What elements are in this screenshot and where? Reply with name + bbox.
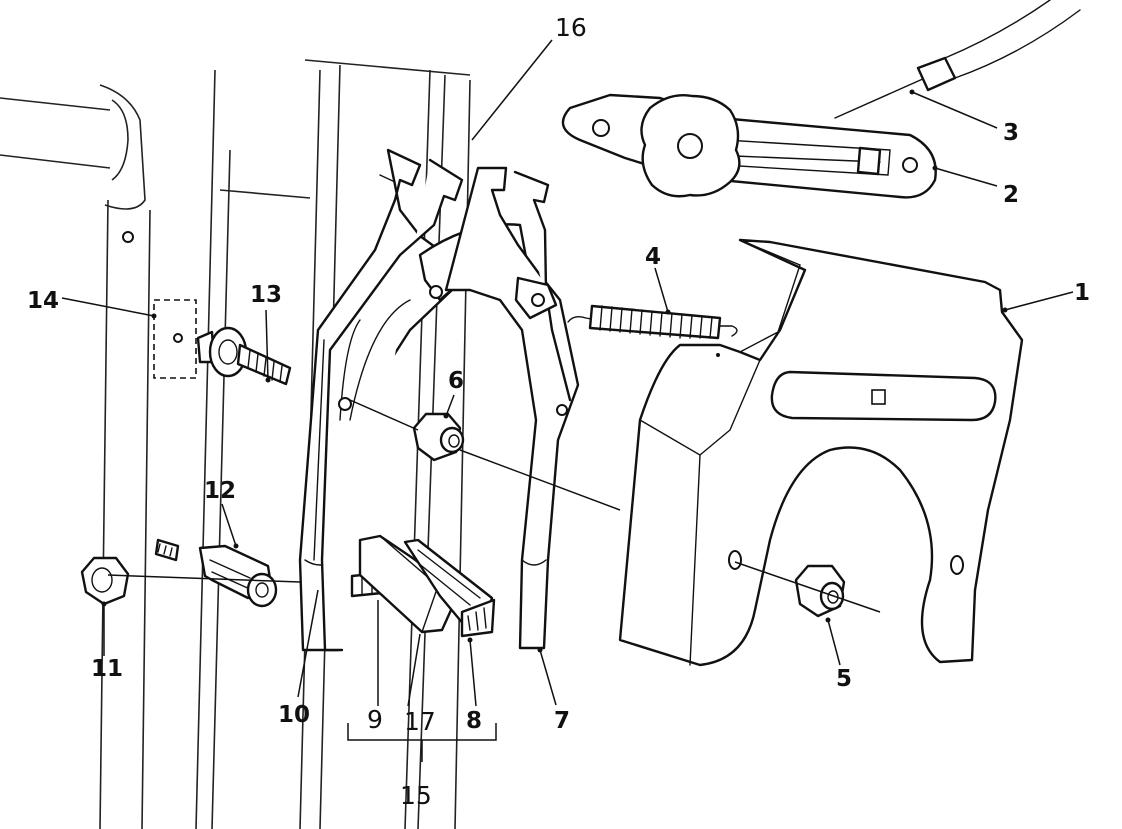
part-12-bracket xyxy=(154,538,278,608)
part-3-cable xyxy=(834,0,1081,119)
callout-13: 13 xyxy=(250,282,282,308)
arm-pivot-hole xyxy=(338,397,352,411)
part-14-plate xyxy=(153,299,197,379)
callout-16: 16 xyxy=(555,13,587,42)
callout-3: 3 xyxy=(1003,120,1019,146)
part-2-adjuster-plate xyxy=(561,93,937,199)
part-6-pivot-nut xyxy=(412,412,465,462)
callout-15: 15 xyxy=(400,781,432,810)
callout-14: 14 xyxy=(27,288,59,314)
callout-12: 12 xyxy=(204,478,236,504)
part-13-bolt xyxy=(196,326,292,386)
callout-6: 6 xyxy=(448,368,464,394)
part-11-nut xyxy=(80,556,130,606)
callout-7: 7 xyxy=(554,708,570,734)
callout-11: 11 xyxy=(91,656,123,682)
part-4-spring xyxy=(567,304,738,340)
part-7-right-arm xyxy=(444,166,580,650)
callout-2: 2 xyxy=(1003,182,1019,208)
callout-1: 1 xyxy=(1074,280,1090,306)
part-2-knob xyxy=(640,94,741,198)
leader-lines xyxy=(61,39,1074,762)
callout-labels: 1 2 3 4 5 6 7 8 9 10 11 12 13 14 15 16 1… xyxy=(27,13,1090,810)
part-1-cover xyxy=(618,238,1024,667)
callout-4: 4 xyxy=(645,244,661,270)
callout-10: 10 xyxy=(278,702,310,728)
callout-9: 9 xyxy=(367,705,383,734)
callout-5: 5 xyxy=(836,666,852,692)
callout-17: 17 xyxy=(404,707,436,736)
callout-8: 8 xyxy=(466,708,482,734)
part-8-brake-pad xyxy=(460,598,496,638)
